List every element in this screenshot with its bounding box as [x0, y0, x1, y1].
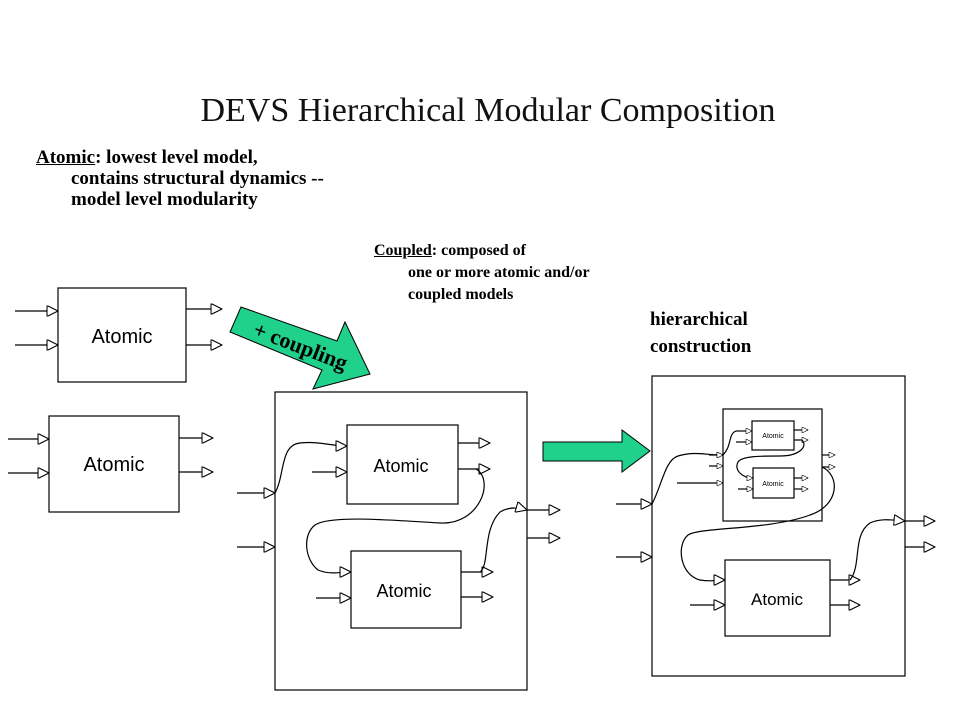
hierarchical-model: Atomic Atomic Atomic [616, 375, 935, 677]
atomic-term: Atomic [36, 147, 96, 168]
slide-title: DEVS Hierarchical Modular Composition [200, 92, 776, 129]
coupled-atomic-bottom [350, 550, 462, 629]
coupled-atomic-top-label: Atomic [373, 456, 428, 476]
coupled-atomic-bottom-label: Atomic [376, 581, 431, 601]
atomic-model-1: Atomic [15, 287, 222, 383]
nested-atomic-bottom [752, 467, 795, 499]
atomic-model-1-label: Atomic [91, 326, 152, 348]
nested-atomic-top-label: Atomic [762, 433, 784, 440]
nested-atomic-top [751, 420, 795, 451]
atomic-model-2-label: Atomic [83, 454, 144, 476]
coupled-atomic-top [346, 424, 459, 505]
coupled-desc-first-line: : composed of [431, 242, 527, 259]
atomic-description: Atomic: lowest level model, contains str… [36, 147, 366, 210]
nested-atomic-bottom-label: Atomic [762, 481, 784, 488]
hierarchical-construction-label: hierarchical construction [650, 309, 752, 357]
hierarchical-atomic [724, 559, 831, 637]
coupling-arrow: + coupling [229, 306, 371, 390]
atomic-desc-first-line: : lowest level model, [95, 147, 258, 168]
hierarchy-arrow [542, 429, 651, 473]
coupled-term: Coupled [374, 242, 432, 259]
hierarchical-atomic-label: Atomic [751, 590, 803, 609]
atomic-model-2: Atomic [8, 415, 213, 513]
coupled-desc-continuation: one or more atomic and/or coupled models [408, 264, 590, 303]
coupled-model: Atomic Atomic [237, 391, 560, 691]
atomic-desc-continuation: contains structural dynamics -- model le… [71, 168, 324, 210]
coupling-arrow-shape [229, 306, 371, 390]
coupled-description: Coupled: composed of one or more atomic … [370, 240, 610, 306]
